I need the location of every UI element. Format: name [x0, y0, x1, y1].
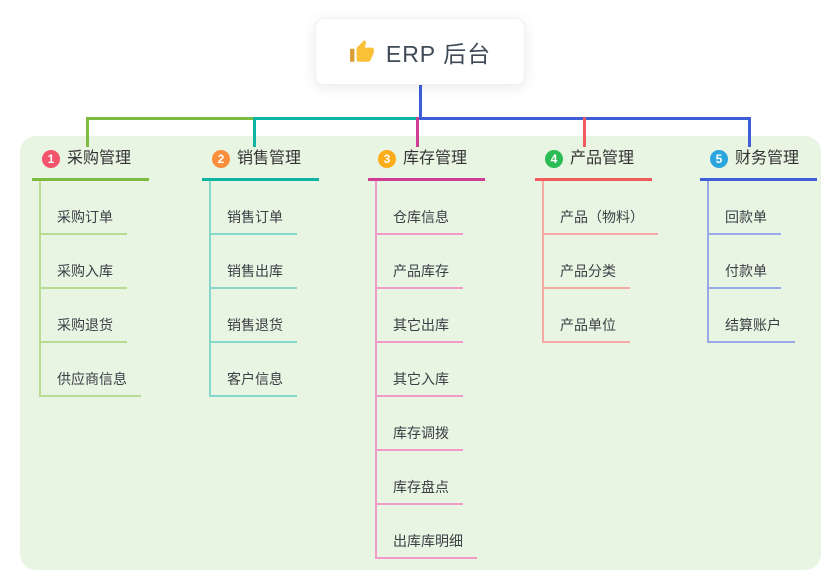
branch-number-badge: 3 [378, 149, 396, 168]
branch-label: 库存管理 [403, 150, 468, 167]
branch-vertical-line [375, 181, 377, 559]
child-label: 产品单位 [560, 317, 616, 333]
branch-drop-line-2 [253, 117, 256, 147]
root-title: ERP 后台 [385, 40, 492, 67]
branch-drop-line-3 [416, 117, 419, 147]
child-label: 库存调拨 [393, 425, 449, 441]
branch-column-3: 3 库存管理 仓库信息 产品库存 其它出库 其它入库 库存调拨 库存盘点 出库库… [368, 147, 528, 559]
root-connector-line [419, 83, 422, 120]
branch-header[interactable]: 5 财务管理 [700, 147, 817, 181]
branch-label: 销售管理 [237, 150, 302, 167]
branch-header[interactable]: 1 采购管理 [32, 147, 149, 181]
child-label: 销售订单 [227, 209, 283, 225]
branch-number-badge: 5 [710, 149, 728, 168]
child-label: 出库库明细 [393, 533, 463, 549]
branch-column-2: 2 销售管理 销售订单 销售出库 销售退货 客户信息 [202, 147, 362, 397]
child-label: 产品库存 [393, 263, 449, 279]
child-node[interactable]: 仓库信息 [375, 181, 463, 235]
child-node[interactable]: 产品库存 [375, 235, 463, 289]
bus-segment-1 [86, 117, 253, 120]
child-node[interactable]: 采购入库 [39, 235, 127, 289]
child-label: 销售出库 [227, 263, 283, 279]
branch-drop-line-1 [86, 117, 89, 147]
child-node[interactable]: 库存盘点 [375, 451, 463, 505]
branch-number-badge: 1 [42, 149, 60, 168]
branch-vertical-line [39, 181, 41, 397]
child-node[interactable]: 出库库明细 [375, 505, 477, 559]
child-node[interactable]: 其它入库 [375, 343, 463, 397]
branches-panel [20, 136, 821, 570]
child-node[interactable]: 其它出库 [375, 289, 463, 343]
child-label: 库存盘点 [393, 479, 449, 495]
child-label: 回款单 [725, 209, 767, 225]
child-node[interactable]: 销售退货 [209, 289, 297, 343]
branch-header[interactable]: 3 库存管理 [368, 147, 485, 181]
branch-label: 采购管理 [67, 150, 132, 167]
child-node[interactable]: 回款单 [707, 181, 781, 235]
child-node[interactable]: 销售订单 [209, 181, 297, 235]
child-label: 采购订单 [57, 209, 113, 225]
branch-column-1: 1 采购管理 采购订单 采购入库 采购退货 供应商信息 [32, 147, 192, 397]
child-label: 客户信息 [227, 371, 283, 387]
branch-header[interactable]: 4 产品管理 [535, 147, 652, 181]
branch-vertical-line [707, 181, 709, 343]
branch-vertical-line [542, 181, 544, 343]
child-node[interactable]: 采购订单 [39, 181, 127, 235]
branch-column-5: 5 财务管理 回款单 付款单 结算账户 [700, 147, 839, 343]
child-label: 其它入库 [393, 371, 449, 387]
child-label: 采购入库 [57, 263, 113, 279]
child-label: 销售退货 [227, 317, 283, 333]
branch-number-badge: 4 [545, 149, 563, 168]
child-node[interactable]: 销售出库 [209, 235, 297, 289]
child-label: 结算账户 [725, 317, 781, 333]
branch-vertical-line [209, 181, 211, 397]
child-node[interactable]: 供应商信息 [39, 343, 141, 397]
child-node[interactable]: 库存调拨 [375, 397, 463, 451]
branch-label: 产品管理 [570, 150, 635, 167]
branch-children: 产品（物料） 产品分类 产品单位 [542, 181, 695, 343]
child-label: 仓库信息 [393, 209, 449, 225]
child-label: 付款单 [725, 263, 767, 279]
branch-children: 采购订单 采购入库 采购退货 供应商信息 [39, 181, 192, 397]
branch-column-4: 4 产品管理 产品（物料） 产品分类 产品单位 [535, 147, 695, 343]
child-node[interactable]: 产品单位 [542, 289, 630, 343]
branch-header[interactable]: 2 销售管理 [202, 147, 319, 181]
child-label: 产品分类 [560, 263, 616, 279]
branch-children: 仓库信息 产品库存 其它出库 其它入库 库存调拨 库存盘点 出库库明细 [375, 181, 528, 559]
thumbs-up-icon [349, 39, 375, 65]
child-node[interactable]: 付款单 [707, 235, 781, 289]
branch-drop-line-4 [583, 117, 586, 147]
child-node[interactable]: 客户信息 [209, 343, 297, 397]
child-node[interactable]: 产品（物料） [542, 181, 658, 235]
branch-number-badge: 2 [212, 149, 230, 168]
child-label: 产品（物料） [560, 209, 644, 225]
child-node[interactable]: 采购退货 [39, 289, 127, 343]
child-label: 供应商信息 [57, 371, 127, 387]
child-node[interactable]: 产品分类 [542, 235, 630, 289]
child-label: 其它出库 [393, 317, 449, 333]
root-node[interactable]: ERP 后台 [315, 18, 525, 85]
branch-drop-line-5 [748, 117, 751, 147]
child-label: 采购退货 [57, 317, 113, 333]
child-node[interactable]: 结算账户 [707, 289, 795, 343]
branch-label: 财务管理 [735, 150, 800, 167]
bus-segment-2 [253, 117, 419, 120]
branch-children: 销售订单 销售出库 销售退货 客户信息 [209, 181, 362, 397]
branch-children: 回款单 付款单 结算账户 [707, 181, 839, 343]
